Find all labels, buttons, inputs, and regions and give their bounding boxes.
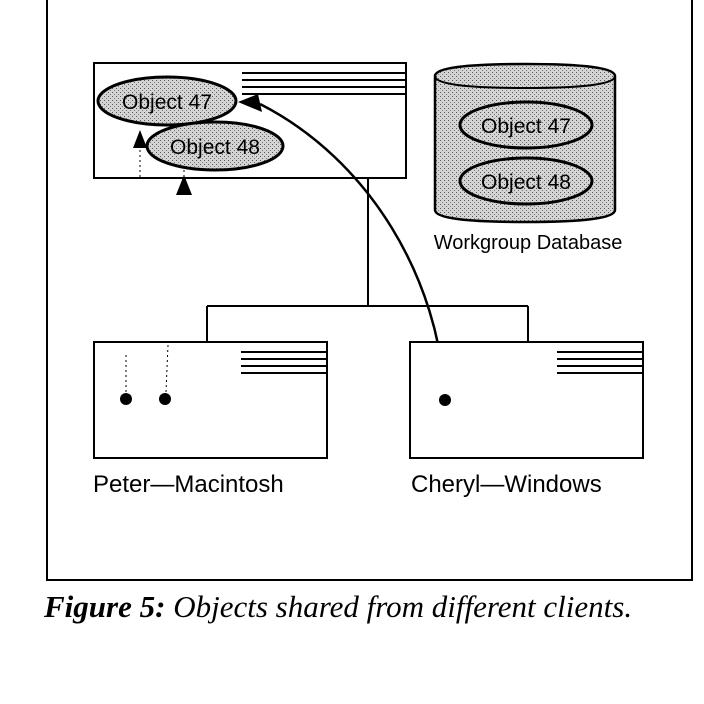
server-window: Object 47 Object 48 (93, 62, 407, 195)
caption-lead: Figure 5: (44, 589, 166, 624)
title-bar-lines (242, 72, 405, 95)
client-peter-label: Peter—Macintosh (93, 471, 284, 498)
outer-frame (46, 0, 693, 581)
server-object-48-label: Object 48 (170, 136, 260, 159)
db-object-48-label: Object 48 (481, 171, 571, 194)
client-peter-macintosh[interactable]: Peter—Macintosh (93, 341, 328, 498)
db-object-47-label: Object 47 (481, 115, 571, 138)
arrowhead-object-47 (133, 130, 147, 148)
db-object-47[interactable]: Object 47 (458, 100, 594, 150)
pointer-dot (439, 394, 451, 406)
server-object-47-label: Object 47 (122, 91, 212, 114)
figure-caption: Figure 5: Objects shared from different … (44, 588, 644, 626)
client-cheryl-label: Cheryl—Windows (411, 471, 602, 498)
network-connectors (206, 178, 529, 342)
database-label: Workgroup Database (434, 232, 623, 254)
pointer-dot (120, 393, 132, 405)
db-object-48[interactable]: Object 48 (458, 156, 594, 206)
client-cheryl-windows[interactable]: Cheryl—Windows (409, 341, 644, 498)
workgroup-database: Object 47 Object 48 Workgroup Database (434, 62, 623, 254)
reference-arrowhead (238, 94, 262, 112)
server-object-47[interactable]: Object 47 (96, 75, 238, 127)
server-object-48[interactable]: Object 48 (145, 120, 285, 172)
caption-text: Objects shared from different clients. (165, 589, 633, 624)
arrowhead-object-48 (176, 175, 192, 195)
pointer-dot (159, 393, 171, 405)
